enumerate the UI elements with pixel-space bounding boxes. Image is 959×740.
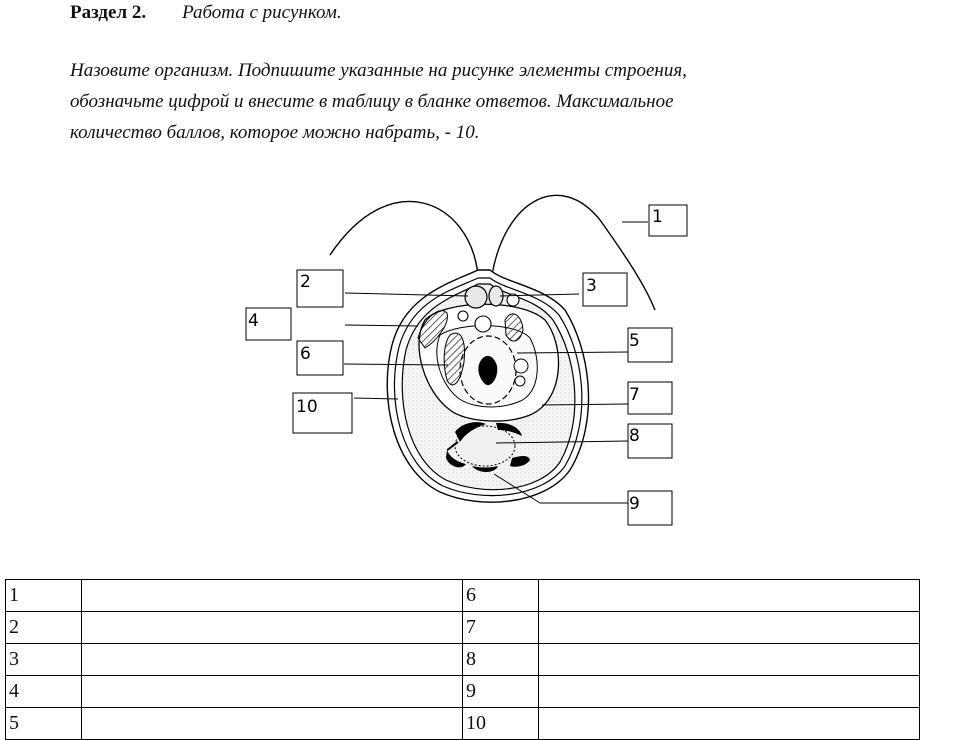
table-row: 3 8 [5,643,920,676]
contractile-vacuole [464,285,488,309]
row-number: 6 [462,579,539,612]
answer-cell[interactable] [81,611,463,644]
answer-table: 1 6 2 7 3 8 4 9 5 10 [5,579,920,740]
diagram-label-5: 5 [629,331,640,351]
answer-cell[interactable] [538,579,920,612]
diagram-label-10: 10 [296,397,318,417]
section-title: Работа с рисунком. [182,2,342,23]
task-line: количество баллов, которое можно набрать… [70,122,480,143]
task-line: Назовите организм. Подпишите указанные н… [70,60,687,81]
table-row: 5 10 [5,707,920,740]
nucleolus [478,355,498,386]
answer-cell[interactable] [81,675,463,708]
flagellum-left [329,200,479,276]
answer-cell[interactable] [81,707,463,740]
diagram-label-2: 2 [300,272,311,292]
answer-cell[interactable] [538,675,920,708]
section-number: Раздел 2. [70,2,147,23]
table-row: 2 7 [5,611,920,644]
flagellum-right [491,194,656,311]
row-number: 9 [462,675,539,708]
row-number: 8 [462,643,539,676]
row-number: 4 [5,675,82,708]
pyrenoid [454,425,516,467]
chlamydomonas-diagram: 1 2 3 4 5 6 7 8 9 10 [245,194,688,526]
row-number: 3 [5,643,82,676]
answer-cell[interactable] [538,643,920,676]
answer-cell[interactable] [538,707,920,740]
task-instructions: Назовите организм. Подпишите указанные н… [70,55,950,148]
diagram-label-9: 9 [629,494,640,514]
section-heading: Раздел 2. Работа с рисунком. [70,2,342,24]
diagram-label-7: 7 [629,385,640,405]
answer-cell[interactable] [538,611,920,644]
diagram-label-1: 1 [652,207,663,227]
row-number: 1 [5,579,82,612]
row-number: 5 [5,707,82,740]
diagram-label-3: 3 [586,276,597,296]
answer-cell[interactable] [81,643,463,676]
row-number: 10 [462,707,539,740]
table-row: 1 6 [5,579,920,612]
diagram-label-4: 4 [248,311,259,331]
table-row: 4 9 [5,675,920,708]
answer-cell[interactable] [81,579,463,612]
row-number: 7 [462,611,539,644]
diagram-label-6: 6 [300,344,311,364]
stigma [417,310,448,349]
task-line: обозначьте цифрой и внесите в таблицу в … [70,91,674,112]
row-number: 2 [5,611,82,644]
diagram-label-8: 8 [629,426,640,446]
